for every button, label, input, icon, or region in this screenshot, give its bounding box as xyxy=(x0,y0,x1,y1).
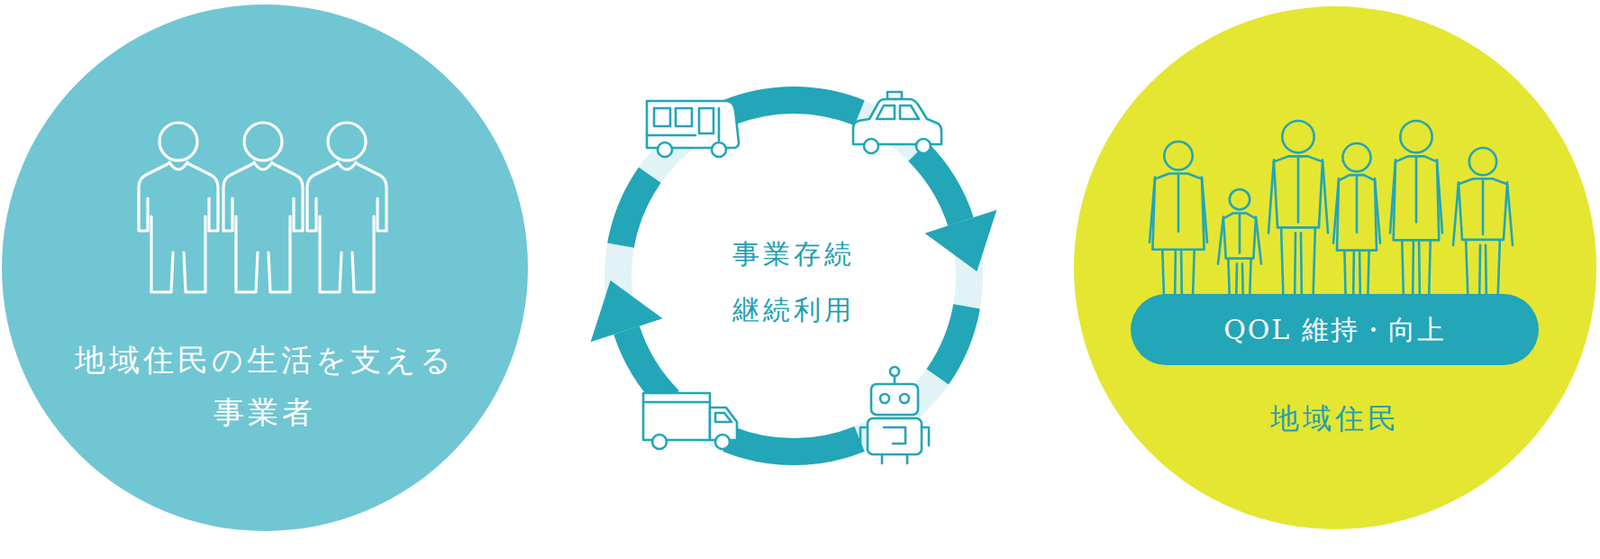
cycle-label: 事業存続 xyxy=(732,236,855,273)
resident-circle: 地域住民 QOL 維持・向上 xyxy=(1073,6,1597,529)
ring-segment xyxy=(722,86,864,126)
ring-segment xyxy=(908,142,973,227)
qol-band: QOL 維持・向上 xyxy=(1130,293,1539,365)
robot-icon xyxy=(860,366,929,464)
truck-icon xyxy=(643,392,737,449)
bus-icon xyxy=(646,100,739,157)
circle-title: 地域住民 xyxy=(1154,400,1516,437)
band-text: QOL 維持・向上 xyxy=(1223,311,1446,348)
ring-track xyxy=(604,86,983,465)
cycle-arrowhead xyxy=(590,280,664,342)
staff-figures xyxy=(138,122,387,292)
ring-segment xyxy=(722,426,864,465)
provider-circle: 地域住民の生活を支える 事業者 xyxy=(1,4,528,531)
ring-segment xyxy=(926,303,980,384)
ring-segment xyxy=(607,167,661,248)
provider-circle-shape xyxy=(1,4,528,531)
circle-title: 地域住民の生活を支える 事業者 xyxy=(48,333,482,438)
circle-ground xyxy=(1,4,528,531)
resident-figures xyxy=(1149,120,1513,309)
circle-ground xyxy=(1073,6,1597,529)
resident-circle-shape xyxy=(1073,6,1597,529)
cycle-arrowhead xyxy=(925,209,998,272)
taxi-icon xyxy=(853,91,942,154)
cycle-label: 継続利用 xyxy=(732,291,855,328)
